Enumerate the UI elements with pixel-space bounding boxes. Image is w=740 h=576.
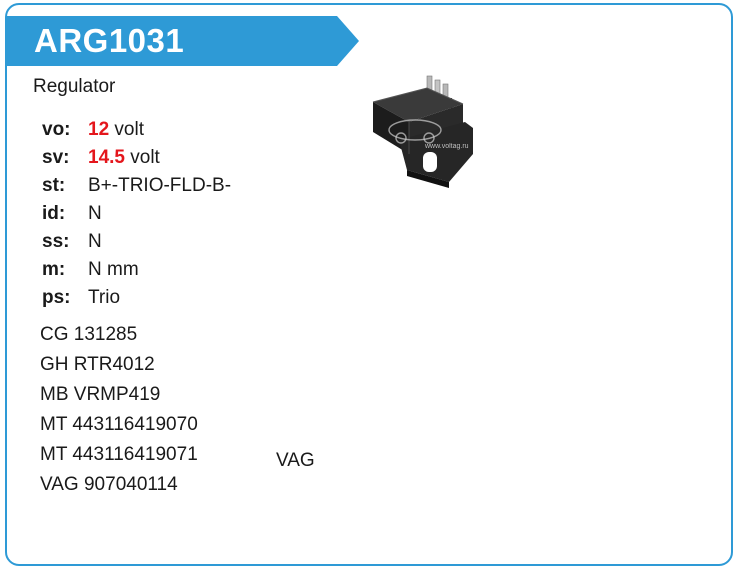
part-number: ARG1031 bbox=[34, 22, 185, 59]
spec-row-st: st: B+-TRIO-FLD-B- bbox=[42, 172, 231, 200]
spec-row-ps: ps: Trio bbox=[42, 284, 231, 312]
reference-item: MB VRMP419 bbox=[40, 384, 161, 405]
spec-unit: volt bbox=[109, 119, 144, 140]
spec-value: N bbox=[88, 203, 102, 224]
product-photo: www.voltag.ru bbox=[365, 70, 480, 195]
product-type: Regulator bbox=[33, 76, 116, 97]
spec-key: sv: bbox=[42, 147, 70, 168]
spec-value: Trio bbox=[88, 287, 121, 308]
spec-value: N bbox=[88, 231, 102, 252]
title-banner: ARG1031 bbox=[7, 16, 359, 66]
spec-unit: volt bbox=[124, 147, 160, 168]
spec-key: ss: bbox=[42, 231, 70, 252]
reference-item: MT 443116419070 bbox=[40, 414, 198, 435]
set-voltage-value: 14.5 bbox=[88, 147, 125, 168]
spec-value: N mm bbox=[88, 259, 139, 280]
product-card bbox=[5, 3, 733, 566]
spec-key: m: bbox=[42, 259, 66, 280]
spec-key: vo: bbox=[42, 119, 71, 140]
spec-key: ps: bbox=[42, 287, 71, 308]
reference-item: CG 131285 bbox=[40, 324, 138, 345]
reference-item: GH RTR4012 bbox=[40, 354, 155, 375]
spec-row-ss: ss: N bbox=[42, 228, 231, 256]
cross-reference-list: CG 131285 GH RTR4012 MB VRMP419 MT 44311… bbox=[40, 320, 198, 500]
spec-key: st: bbox=[42, 175, 66, 196]
banner-shape bbox=[7, 16, 359, 66]
spec-value: 12 volt bbox=[88, 119, 144, 141]
spec-value: 14.5 volt bbox=[88, 147, 160, 169]
spec-row-vo: vo: 12 volt bbox=[42, 116, 231, 144]
regulator-image: www.voltag.ru bbox=[372, 75, 473, 188]
spec-row-id: id: N bbox=[42, 200, 231, 228]
output-voltage-value: 12 bbox=[88, 119, 110, 140]
spec-value: B+-TRIO-FLD-B- bbox=[88, 175, 232, 196]
reference-item: VAG 907040114 bbox=[40, 474, 178, 495]
application-brand: VAG bbox=[276, 450, 315, 471]
spec-row-m: m: N mm bbox=[42, 256, 231, 284]
image-watermark: www.voltag.ru bbox=[424, 143, 469, 150]
spec-key: id: bbox=[42, 203, 66, 224]
reference-item: MT 443116419071 bbox=[40, 444, 198, 465]
spec-row-sv: sv: 14.5 volt bbox=[42, 144, 231, 172]
spec-list: vo: 12 volt sv: 14.5 volt st: B+-TRIO-FL… bbox=[42, 116, 231, 312]
